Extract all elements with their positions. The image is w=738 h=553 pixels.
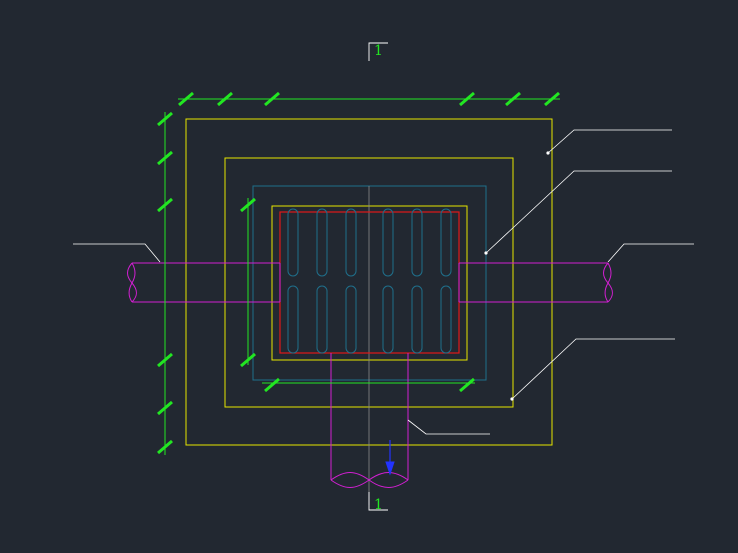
- grate-slot: [440, 285, 452, 354]
- section-label-top: 1: [374, 43, 383, 59]
- cyan-outline-box: [252, 185, 487, 381]
- right-pipe: [458, 262, 613, 303]
- dimension-tick: [240, 352, 256, 368]
- dimension-tick: [157, 150, 173, 166]
- dimension-tick: [264, 91, 280, 107]
- leader-dots: [484, 151, 550, 401]
- left-pipe: [127, 262, 281, 303]
- dimension-tick: [157, 352, 173, 368]
- section-mark-bottom: 1: [368, 492, 388, 513]
- bottom-outlet-pipe: [330, 353, 409, 488]
- dimension-tick: [459, 91, 475, 107]
- grate-slots: [287, 208, 452, 354]
- grate-slot: [287, 285, 299, 354]
- leader-lines: [73, 129, 694, 435]
- grate-slot: [316, 285, 328, 354]
- dimension-tick: [264, 377, 280, 393]
- grate-slot: [382, 285, 394, 354]
- dimension-ticks: [157, 91, 560, 455]
- dimension-tick: [157, 439, 173, 455]
- section-mark-top: 1: [368, 42, 388, 61]
- dimension-tick: [178, 91, 194, 107]
- grate-slot: [411, 208, 423, 277]
- dimension-tick: [157, 400, 173, 416]
- grate-slot: [345, 285, 357, 354]
- dimension-tick: [544, 91, 560, 107]
- grate-slot: [287, 208, 299, 277]
- inner-dimension-lines: [247, 198, 475, 384]
- dimension-tick: [157, 111, 173, 127]
- grate-slot: [316, 208, 328, 277]
- grate-slot: [345, 208, 357, 277]
- grate-slot: [411, 285, 423, 354]
- dimension-tick: [157, 197, 173, 213]
- section-label-bottom: 1: [374, 497, 383, 513]
- grate-slot: [382, 208, 394, 277]
- dimension-tick: [240, 197, 256, 213]
- grate-frame-outline: [271, 205, 468, 361]
- dimension-tick: [505, 91, 521, 107]
- dimension-tick: [217, 91, 233, 107]
- flow-direction-arrow: [385, 440, 395, 476]
- grate-slot: [440, 208, 452, 277]
- dimension-tick: [459, 377, 475, 393]
